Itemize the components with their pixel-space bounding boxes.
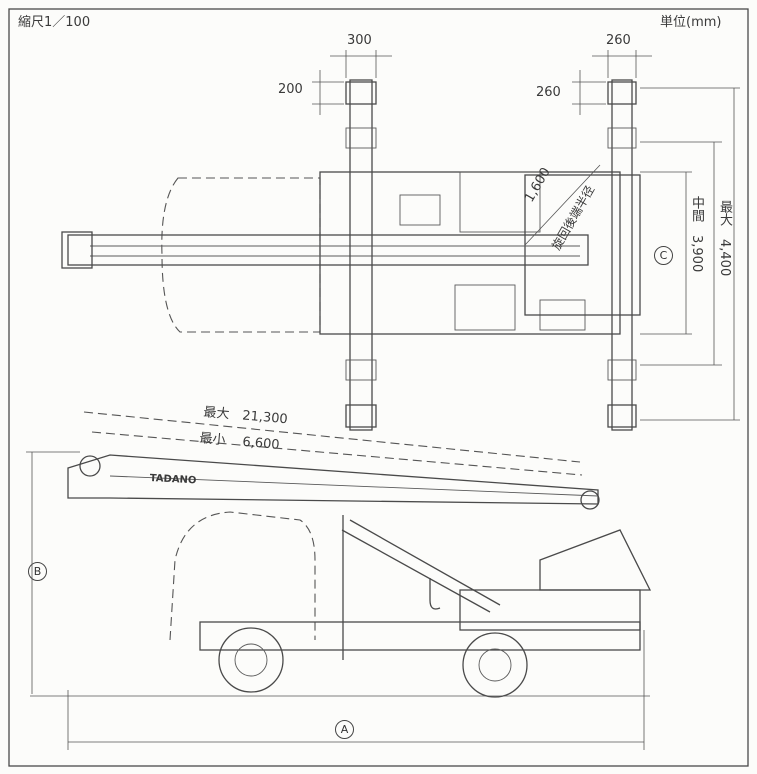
rear-pad-mid xyxy=(607,127,637,149)
dim-260-label: 260 xyxy=(606,33,631,48)
dim-260v-label: 260 xyxy=(536,85,561,100)
top-chassis xyxy=(319,171,621,335)
front-pad-low xyxy=(345,359,377,381)
side-boom-sheave xyxy=(79,455,101,477)
dim-boom-max xyxy=(83,411,581,463)
top-boom xyxy=(67,234,589,266)
front-pad-top xyxy=(345,81,377,105)
front-pad-mid xyxy=(345,127,377,149)
side-boom xyxy=(67,454,599,505)
side-wheel-rear xyxy=(462,632,528,698)
sheet-border xyxy=(8,8,749,767)
width-max-label: 最大 4,400 xyxy=(717,200,732,277)
top-outrigger-front xyxy=(349,79,373,431)
side-wheel-rear-hub xyxy=(478,648,512,682)
side-cylinder-a xyxy=(349,519,501,606)
side-boom-mid xyxy=(109,475,599,497)
side-chassis xyxy=(199,621,641,651)
dim-200-label: 200 xyxy=(278,82,303,97)
side-cab-outline xyxy=(169,511,316,641)
side-cylinder-b xyxy=(341,529,491,613)
dim-boom-min xyxy=(91,431,583,476)
tail-swing-leader xyxy=(524,164,601,246)
top-view xyxy=(61,50,740,431)
circle-b-marker: B xyxy=(28,562,47,581)
side-turret xyxy=(539,529,652,591)
rear-pad-top xyxy=(607,81,637,105)
top-cab-outline xyxy=(161,177,321,333)
dim-300-label: 300 xyxy=(347,33,372,48)
front-pad-bottom xyxy=(345,404,377,428)
side-hook xyxy=(429,578,441,610)
top-box-rear xyxy=(454,284,516,331)
top-cabin-block xyxy=(459,171,541,233)
unit-label: 単位(mm) xyxy=(660,15,722,30)
top-boom-head xyxy=(61,231,93,269)
scale-label: 縮尺1／100 xyxy=(18,15,91,30)
circle-c-marker: C xyxy=(654,246,673,265)
rear-pad-bottom xyxy=(607,404,637,428)
width-middle-label: 中間 3,900 xyxy=(689,196,704,273)
side-wheel-front xyxy=(218,627,284,693)
side-view xyxy=(26,411,652,750)
rear-pad-low xyxy=(607,359,637,381)
top-tank xyxy=(399,194,441,226)
side-wheel-front-hub xyxy=(234,643,268,677)
circle-a-marker: A xyxy=(335,720,354,739)
side-boom-pivot xyxy=(580,490,600,510)
top-outrigger-rear xyxy=(611,79,633,431)
